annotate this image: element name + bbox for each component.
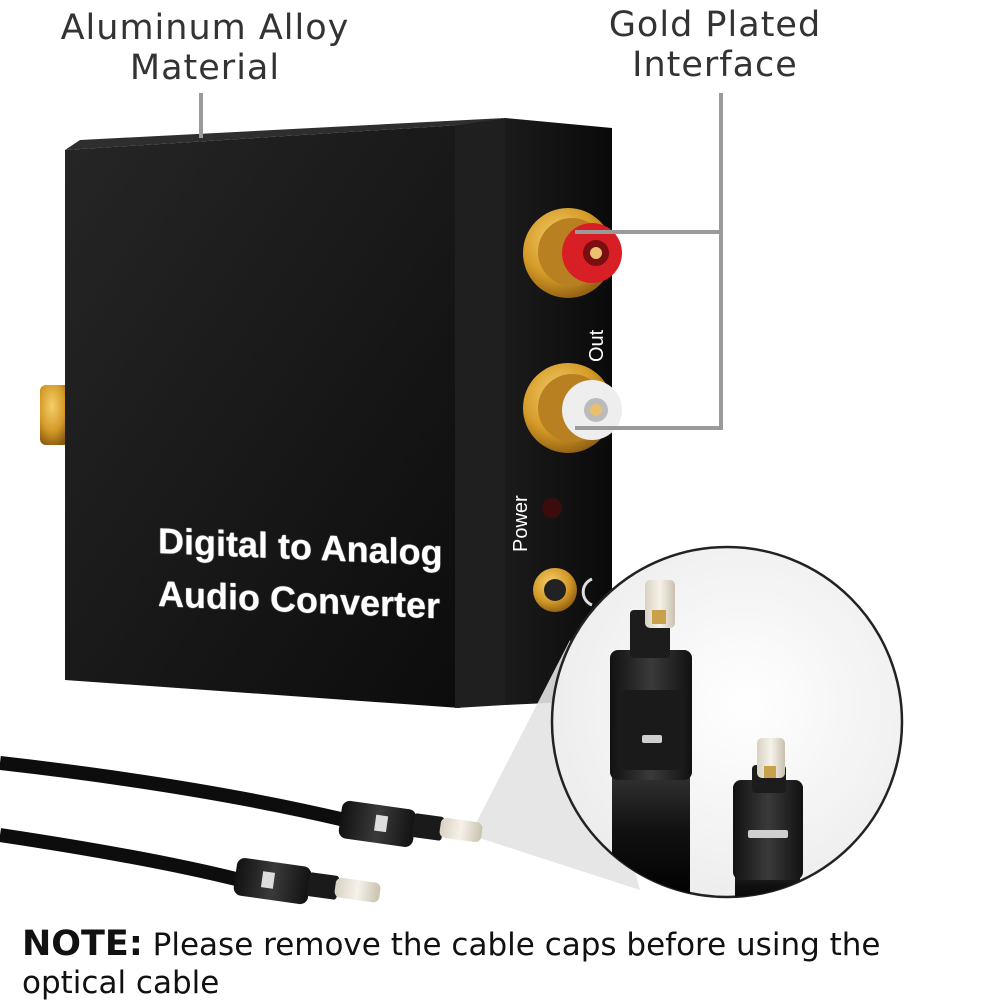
note-body: Please remove the cable caps before usin… <box>22 927 881 1001</box>
callout-line-right-vertical <box>719 93 723 430</box>
callout-right-line1: Gold Plated <box>608 5 822 45</box>
callout-left-line1: Aluminum Alloy <box>60 8 350 48</box>
optical-port <box>533 568 593 612</box>
note-text: NOTE: Please remove the cable caps befor… <box>22 925 982 1002</box>
callout-aluminum-alloy: Aluminum Alloy Material <box>40 8 370 88</box>
callout-line-left <box>199 93 203 138</box>
rca-white-connector <box>523 363 622 453</box>
note-label: NOTE: <box>22 924 143 964</box>
callout-line-right-top <box>575 230 723 234</box>
power-led <box>542 498 562 518</box>
callout-line-right-bottom <box>575 426 723 430</box>
device-front-face <box>65 125 460 708</box>
zoom-circle <box>470 545 904 899</box>
optical-cable <box>0 756 483 905</box>
power-label: Power <box>510 495 532 552</box>
out-label: Out <box>586 329 608 362</box>
callout-gold-plated: Gold Plated Interface <box>575 5 855 85</box>
callout-right-line2: Interface <box>632 45 798 85</box>
device-edge <box>455 118 505 708</box>
back-gold-connector <box>40 385 70 445</box>
callout-left-line2: Material <box>129 48 281 88</box>
